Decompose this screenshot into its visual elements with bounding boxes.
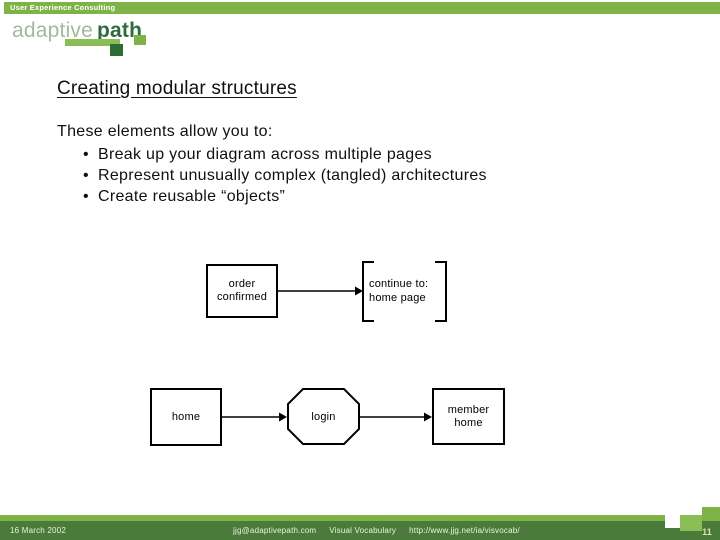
bullet-item: • Create reusable “objects” <box>57 186 487 207</box>
footer-center-group: jjg@adaptivepath.com Visual Vocabulary h… <box>233 526 520 535</box>
logo-word-adaptive: adaptive <box>12 19 93 42</box>
continuation-reference: continue to: home page <box>362 261 447 322</box>
node-login: login <box>287 388 360 445</box>
node-member-home: member home <box>432 388 505 445</box>
footer-accent-strip <box>0 515 720 521</box>
logo-pixel-dark-square <box>110 44 123 56</box>
footer-pixel-mid-square <box>702 507 720 521</box>
tagline-text: User Experience Consulting <box>10 3 116 12</box>
octagon-shape-icon <box>287 388 360 445</box>
footer-project: Visual Vocabulary <box>329 526 397 535</box>
arrow-right-connector <box>222 412 287 422</box>
footer-pixel-light-square <box>680 515 702 531</box>
footer-url: http://www.jjg.net/ia/visvocab/ <box>409 526 520 535</box>
bullet-marker: • <box>83 188 89 205</box>
bullet-list: • Break up your diagram across multiple … <box>57 144 487 207</box>
bullet-text: Break up your diagram across multiple pa… <box>98 146 432 163</box>
login-label: login <box>311 410 336 423</box>
bullet-marker: • <box>83 146 89 163</box>
page-title: Creating modular structures <box>57 78 297 99</box>
arrow-right-connector <box>278 286 363 296</box>
left-bracket-icon <box>362 261 374 322</box>
logo-pixel-mid-square <box>134 35 146 45</box>
right-bracket-icon <box>435 261 447 322</box>
arrow-right-connector <box>360 412 432 422</box>
header-tagline-bar: User Experience Consulting <box>4 2 720 14</box>
bullet-item: • Break up your diagram across multiple … <box>57 144 487 165</box>
footer-pixel-notch <box>665 515 680 528</box>
bullet-item: • Represent unusually complex (tangled) … <box>57 165 487 186</box>
footer-email: jjg@adaptivepath.com <box>233 526 317 535</box>
bullet-text: Create reusable “objects” <box>98 188 286 205</box>
node-order-confirmed: order confirmed <box>206 264 278 318</box>
bullet-marker: • <box>83 167 89 184</box>
bullet-text: Represent unusually complex (tangled) ar… <box>98 167 487 184</box>
footer-date: 16 March 2002 <box>10 526 66 535</box>
intro-text: These elements allow you to: <box>57 123 273 140</box>
logo-pixel-bar <box>65 39 120 46</box>
node-home: home <box>150 388 222 446</box>
logo-word-path: path <box>97 19 143 42</box>
continuation-label: continue to: home page <box>369 278 429 304</box>
footer-bar <box>0 521 720 540</box>
page-number: 11 <box>702 527 712 537</box>
